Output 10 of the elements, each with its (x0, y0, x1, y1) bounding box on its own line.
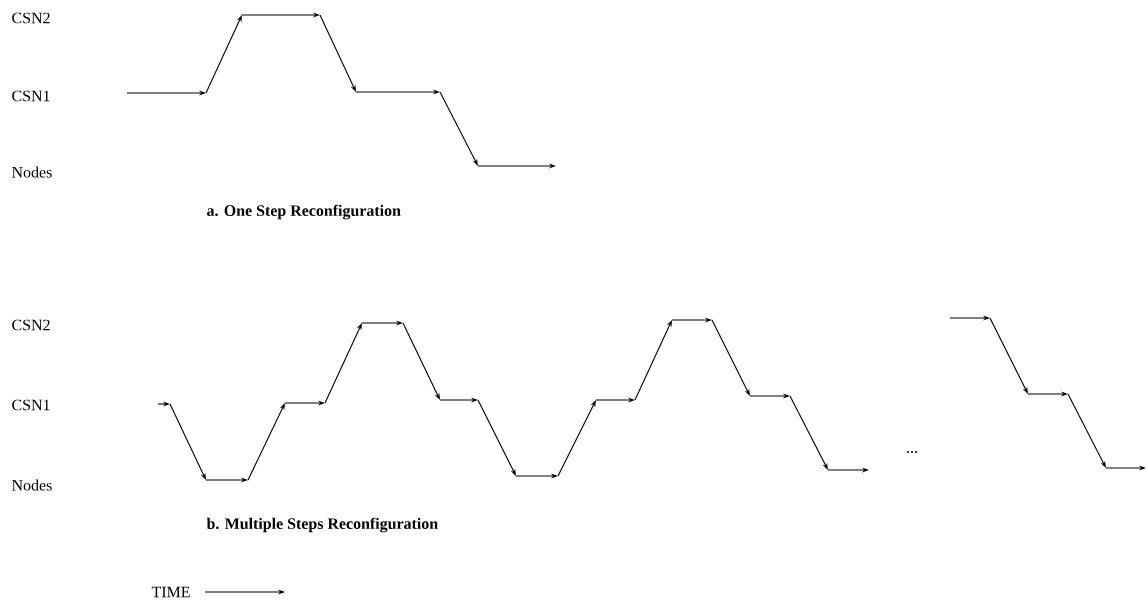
level-label: CSN1 (12, 90, 50, 102)
axis-label: TIME (151, 586, 190, 598)
level-label: CSN2 (12, 319, 50, 331)
caption: b. Multiple Steps Reconfiguration (206, 517, 438, 533)
level-label: Nodes (12, 166, 52, 178)
level-label: CSN1 (12, 399, 50, 411)
caption: a. One Step Reconfiguration (207, 204, 401, 220)
ellipsis: ... (907, 451, 917, 453)
level-label: Nodes (12, 479, 52, 491)
level-label: CSN2 (12, 12, 50, 24)
